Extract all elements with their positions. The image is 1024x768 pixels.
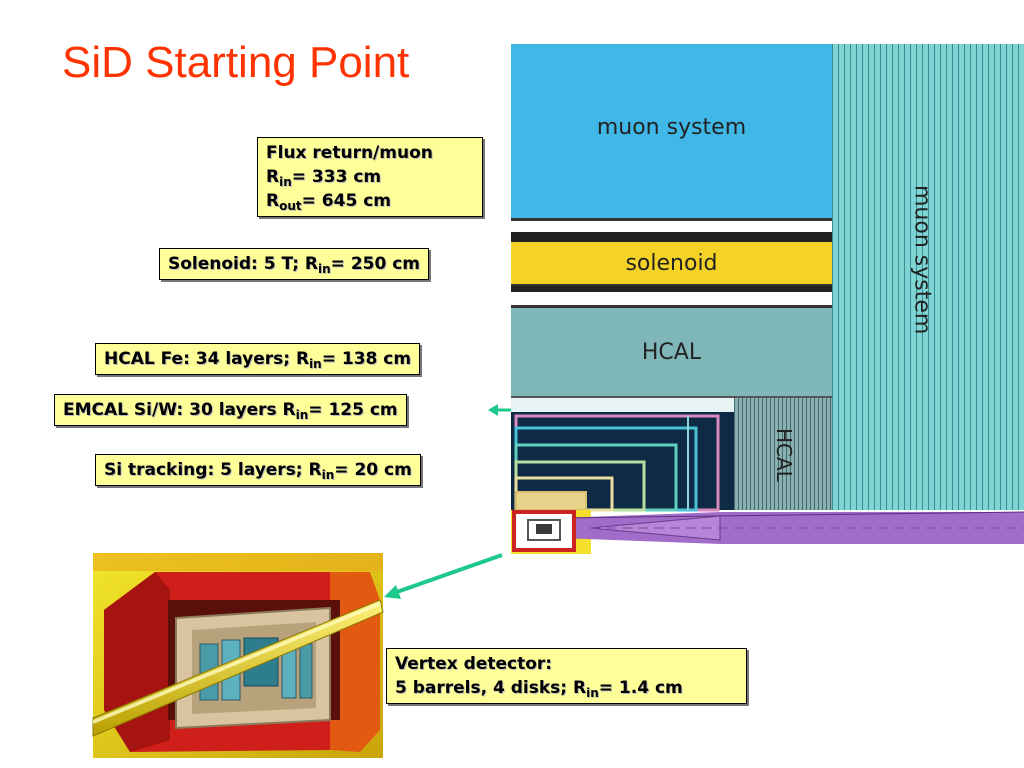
hcal-barrel-region: HCAL: [511, 308, 832, 398]
beampipe-edge: [559, 511, 1024, 519]
solenoid-region: solenoid: [511, 242, 832, 286]
muon-endcap-region: [832, 44, 1024, 510]
beampipe-lower-strip: [591, 544, 1024, 554]
tracking-spec-label: Si tracking: 5 layers; Rin= 20 cm: [95, 454, 421, 486]
muon-barrel-region: muon system: [511, 44, 832, 218]
emcal-arrowhead: [488, 404, 498, 416]
render-orange-band: [93, 553, 383, 571]
emcal-spec-label: EMCAL Si/W: 30 layers Rin= 125 cm: [54, 394, 407, 426]
vertex-arrow: [393, 553, 503, 595]
hcal-endcap-label: HCAL: [772, 428, 796, 482]
barrel-layer-5: [299, 643, 313, 699]
solenoid-spec-label: Solenoid: 5 T; Rin= 250 cm: [159, 248, 430, 280]
beam-pipe-highlight: [93, 602, 381, 724]
page-title: SiD Starting Point: [62, 38, 410, 87]
flux-return-label: Flux return/muon Rin= 333 cm Rout= 645 c…: [257, 137, 483, 217]
muon-endcap-label: muon system: [909, 185, 935, 335]
cryostat-outer-band: [511, 218, 832, 242]
vertex-detector-label: Vertex detector: 5 barrels, 4 disks; Rin…: [386, 648, 747, 704]
vertex-arrowhead: [384, 585, 401, 599]
cryostat-inner-band: [511, 286, 832, 308]
muon-system-label: muon system: [596, 114, 747, 140]
solenoid-label: solenoid: [625, 250, 718, 276]
hcal-label: HCAL: [641, 339, 702, 365]
hcal-spec-label: HCAL Fe: 34 layers; Rin= 138 cm: [95, 343, 421, 375]
hcal-endcap-region: [734, 398, 832, 510]
vertex-core: [536, 524, 552, 534]
